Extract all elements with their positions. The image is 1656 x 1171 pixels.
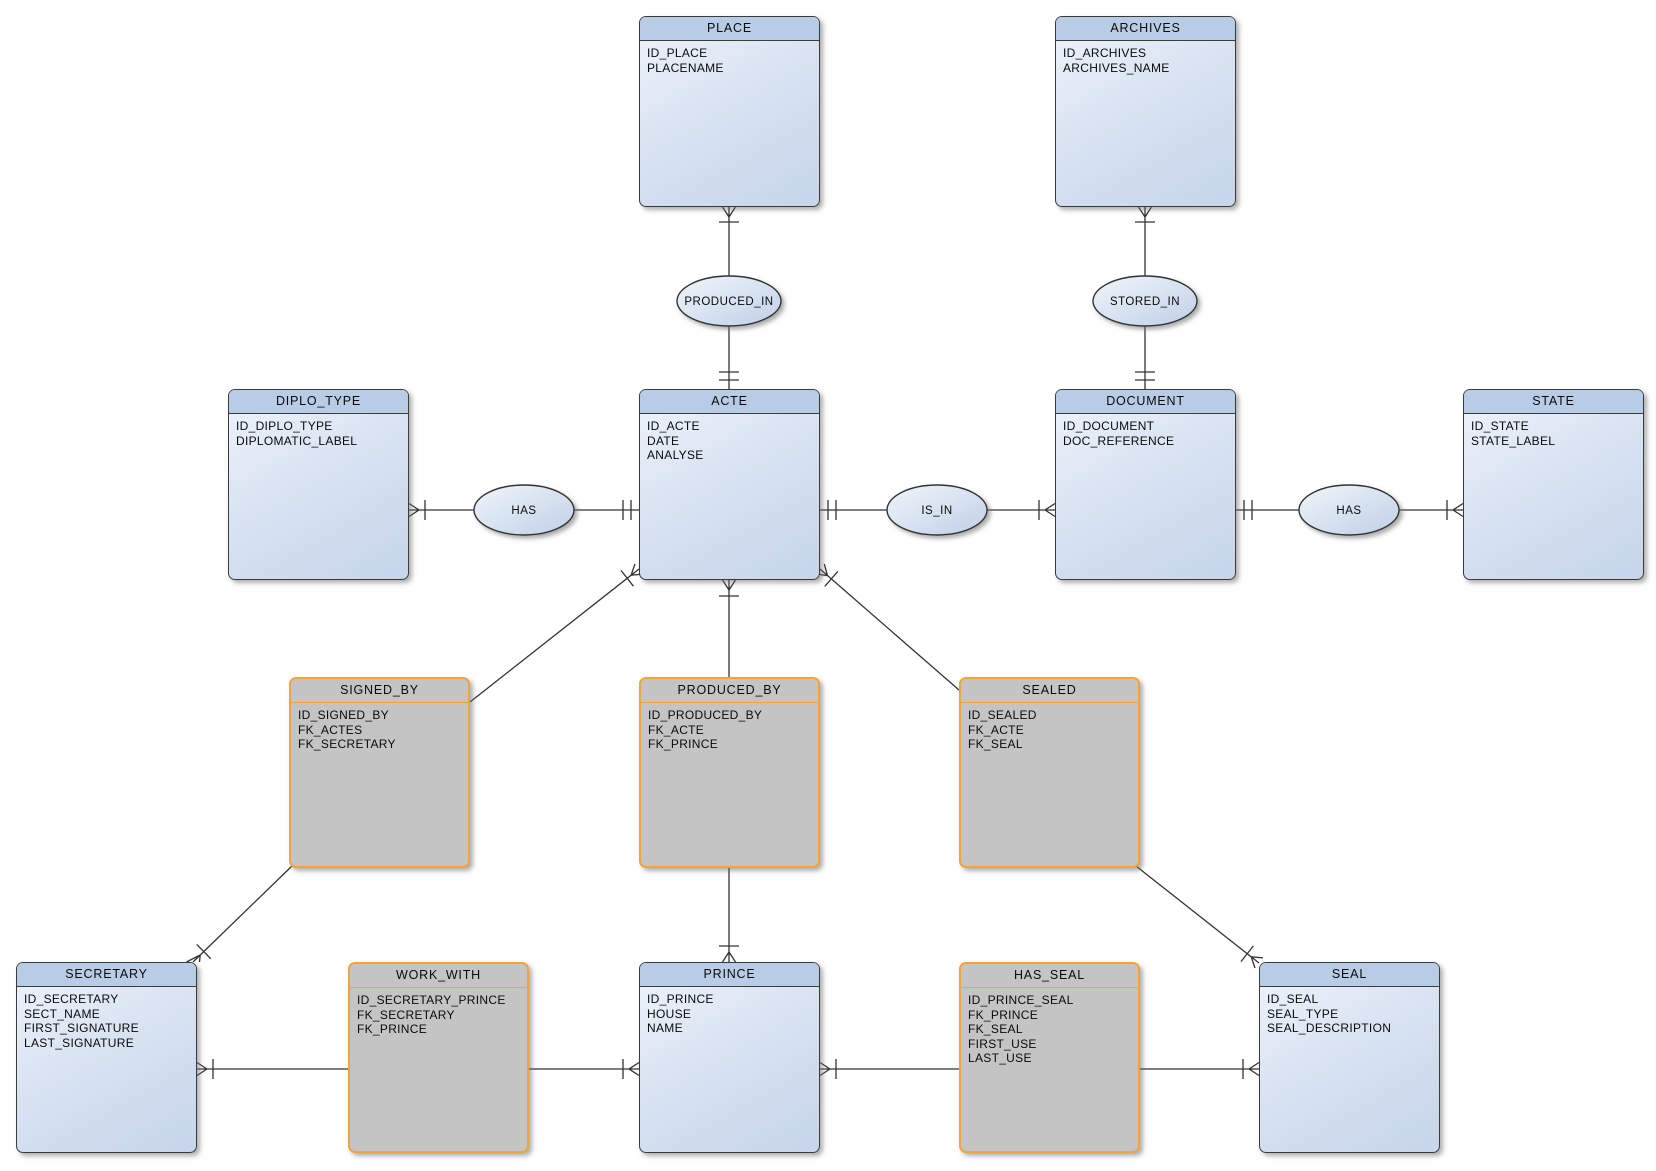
entity-fields: ID_SEAL SEAL_TYPE SEAL_DESCRIPTION [1267, 992, 1392, 1035]
relationship-label: STORED_IN [1110, 296, 1180, 308]
relationship-ellipse[interactable] [1298, 484, 1400, 536]
relationship-label: PRODUCED_IN [684, 296, 773, 308]
relationship-label: HAS [1336, 505, 1361, 517]
entity-title: STATE [1464, 390, 1643, 414]
connector-acte-signedby [469, 563, 644, 703]
relationship-label: HAS [511, 505, 536, 517]
entity-fields: ID_DOCUMENT DOC_REFERENCE [1063, 419, 1175, 448]
relationship-is-in[interactable]: IS_IN [886, 484, 988, 536]
relationship-ellipse[interactable] [473, 484, 575, 536]
connector-hasseal-seal [1140, 1059, 1260, 1079]
relationship-stored-in[interactable]: STORED_IN [1092, 275, 1198, 327]
entity-title: PRODUCED_BY [641, 679, 818, 703]
entity-fields: ID_SECRETARY SECT_NAME FIRST_SIGNATURE L… [24, 992, 139, 1050]
relationship-ellipse[interactable] [1092, 275, 1198, 327]
relationship-ellipse[interactable] [676, 275, 782, 327]
association-has-seal[interactable]: HAS_SEAL ID_PRINCE_SEAL FK_PRINCE FK_SEA… [959, 962, 1140, 1153]
entity-title: ARCHIVES [1056, 17, 1235, 41]
relationship-label: IS_IN [921, 505, 952, 517]
entity-fields: ID_SEALED FK_ACTE FK_SEAL [968, 708, 1037, 751]
entity-prince[interactable]: PRINCE ID_PRINCE HOUSE NAME [639, 962, 820, 1153]
association-sealed[interactable]: SEALED ID_SEALED FK_ACTE FK_SEAL [959, 677, 1140, 868]
entity-fields: ID_SECRETARY_PRINCE FK_SECRETARY FK_PRIN… [357, 993, 506, 1036]
entity-fields: ID_PRODUCED_BY FK_ACTE FK_PRINCE [648, 708, 763, 751]
association-produced-by[interactable]: PRODUCED_BY ID_PRODUCED_BY FK_ACTE FK_PR… [639, 677, 820, 868]
entity-title: DOCUMENT [1056, 390, 1235, 414]
connector-acte-sealed [815, 563, 960, 691]
entity-fields: ID_PRINCE HOUSE NAME [647, 992, 714, 1035]
connector-sealed-seal [1135, 865, 1264, 969]
association-signed-by[interactable]: SIGNED_BY ID_SIGNED_BY FK_ACTES FK_SECRE… [289, 677, 470, 868]
entity-state[interactable]: STATE ID_STATE STATE_LABEL [1463, 389, 1644, 580]
connector-workwith-prince [529, 1059, 640, 1079]
connector-secretary-workwith [196, 1059, 348, 1079]
entity-document[interactable]: DOCUMENT ID_DOCUMENT DOC_REFERENCE [1055, 389, 1236, 580]
connector-acte-producedby [719, 579, 739, 677]
entity-title: SECRETARY [17, 963, 196, 987]
relationship-has-diplotype[interactable]: HAS [473, 484, 575, 536]
entity-fields: ID_DIPLO_TYPE DIPLOMATIC_LABEL [236, 419, 358, 448]
entity-fields: ID_PLACE PLACENAME [647, 46, 724, 75]
entity-title: WORK_WITH [350, 964, 527, 988]
entity-title: ACTE [640, 390, 819, 414]
entity-fields: ID_STATE STATE_LABEL [1471, 419, 1556, 448]
entity-fields: ID_ACTE DATE ANALYSE [647, 419, 704, 462]
entity-title: PLACE [640, 17, 819, 41]
entity-fields: ID_PRINCE_SEAL FK_PRINCE FK_SEAL FIRST_U… [968, 993, 1074, 1065]
entity-fields: ID_ARCHIVES ARCHIVES_NAME [1063, 46, 1170, 75]
connector-prince-hasseal [819, 1059, 959, 1079]
entity-title: SIGNED_BY [291, 679, 468, 703]
entity-title: DIPLO_TYPE [229, 390, 408, 414]
connector-producedby-prince [719, 868, 739, 963]
relationship-ellipse[interactable] [886, 484, 988, 536]
entity-secretary[interactable]: SECRETARY ID_SECRETARY SECT_NAME FIRST_S… [16, 962, 197, 1153]
association-work-with[interactable]: WORK_WITH ID_SECRETARY_PRINCE FK_SECRETA… [348, 962, 529, 1153]
entity-seal[interactable]: SEAL ID_SEAL SEAL_TYPE SEAL_DESCRIPTION [1259, 962, 1440, 1153]
entity-title: PRINCE [640, 963, 819, 987]
entity-archives[interactable]: ARCHIVES ID_ARCHIVES ARCHIVES_NAME [1055, 16, 1236, 207]
relationship-produced-in[interactable]: PRODUCED_IN [676, 275, 782, 327]
entity-place[interactable]: PLACE ID_PLACE PLACENAME [639, 16, 820, 207]
connector-signedby-secretary [186, 865, 293, 963]
entity-acte[interactable]: ACTE ID_ACTE DATE ANALYSE [639, 389, 820, 580]
entity-fields: ID_SIGNED_BY FK_ACTES FK_SECRETARY [298, 708, 396, 751]
relationship-has-state[interactable]: HAS [1298, 484, 1400, 536]
entity-title: SEAL [1260, 963, 1439, 987]
entity-diplo-type[interactable]: DIPLO_TYPE ID_DIPLO_TYPE DIPLOMATIC_LABE… [228, 389, 409, 580]
entity-title: SEALED [961, 679, 1138, 703]
entity-title: HAS_SEAL [961, 964, 1138, 988]
